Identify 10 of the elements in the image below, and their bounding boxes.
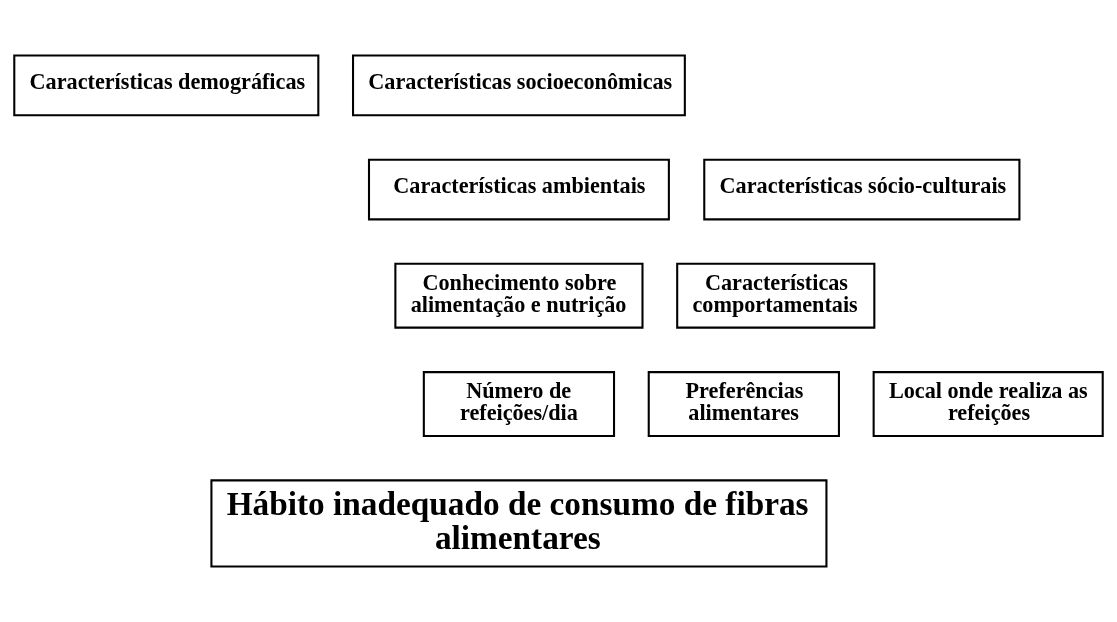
node-box: Conhecimento sobre alimentação e nutrição bbox=[394, 262, 644, 329]
node-box: Hábito inadequado de consumo de fibras alimentares bbox=[210, 479, 828, 568]
node-box: Local onde realiza as refeições bbox=[872, 371, 1104, 437]
node-box: Número de refeições/dia bbox=[422, 371, 616, 437]
node-box: Características ambientais bbox=[367, 158, 670, 221]
node-box: Características demográficas bbox=[13, 54, 320, 117]
node-box: Características socioeconômicas bbox=[352, 54, 686, 117]
node-box: Características comportamentais bbox=[676, 262, 876, 329]
node-box: Características sócio-culturais bbox=[703, 158, 1021, 221]
node-box: Preferências alimentares bbox=[647, 371, 840, 437]
